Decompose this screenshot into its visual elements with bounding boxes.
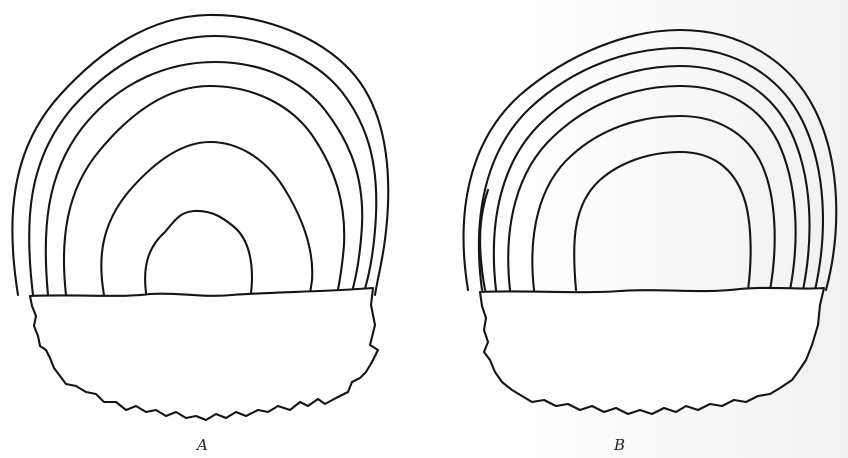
panel-a-ring-6 xyxy=(145,211,252,294)
panel-a-ring-5 xyxy=(101,142,312,295)
panel-b xyxy=(464,30,837,414)
panel-b-ring-4 xyxy=(508,86,795,290)
panel-b-base xyxy=(480,288,824,414)
panel-b-ring-5 xyxy=(532,116,774,290)
panel-a-ring-1 xyxy=(12,15,388,295)
panel-a-base xyxy=(30,288,378,420)
panel-b-ring-2 xyxy=(479,48,823,290)
panel-a xyxy=(12,15,388,420)
panel-b-ring-6 xyxy=(574,152,751,290)
panel-b-label: B xyxy=(614,438,625,453)
panel-a-ring-3 xyxy=(46,62,363,295)
panel-a-ring-4 xyxy=(64,86,344,295)
panel-a-label: A xyxy=(197,438,208,453)
panel-b-ring-3 xyxy=(494,66,810,290)
